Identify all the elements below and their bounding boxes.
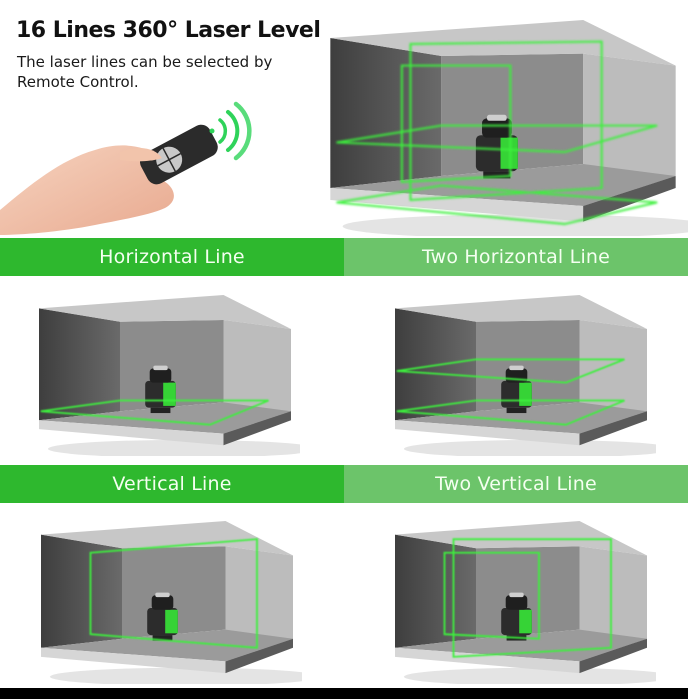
mode-label-vertical-line: Vertical Line bbox=[0, 465, 344, 503]
hero-room-all-lines bbox=[318, 8, 688, 236]
room-two-vertical bbox=[386, 512, 656, 684]
page-subtitle: The laser lines can be selected by Remot… bbox=[17, 53, 273, 91]
laser-two-horizontal-lines-icon bbox=[396, 358, 625, 426]
laser-lines-all-icon bbox=[336, 40, 658, 225]
laser-vertical-line-icon bbox=[89, 538, 258, 649]
room-one-vertical bbox=[32, 512, 302, 684]
wireless-signal-icon bbox=[209, 101, 252, 161]
bottom-black-bar bbox=[0, 688, 688, 699]
page-title: 16 Lines 360° Laser Level bbox=[16, 18, 321, 43]
hand-icon bbox=[0, 145, 174, 235]
laser-horizontal-line-icon bbox=[40, 399, 269, 426]
thumb-icon bbox=[120, 148, 162, 162]
room-two-horizontal bbox=[386, 286, 656, 456]
mode-label-two-horizontal-line: Two Horizontal Line bbox=[344, 238, 688, 276]
mode-label-horizontal-line: Horizontal Line bbox=[0, 238, 344, 276]
mode-label-two-vertical-line: Two Vertical Line bbox=[344, 465, 688, 503]
remote-illustration bbox=[0, 90, 270, 235]
room-one-horizontal bbox=[30, 286, 300, 456]
remote-control-icon bbox=[139, 124, 218, 185]
laser-two-vertical-lines-icon bbox=[443, 538, 612, 658]
